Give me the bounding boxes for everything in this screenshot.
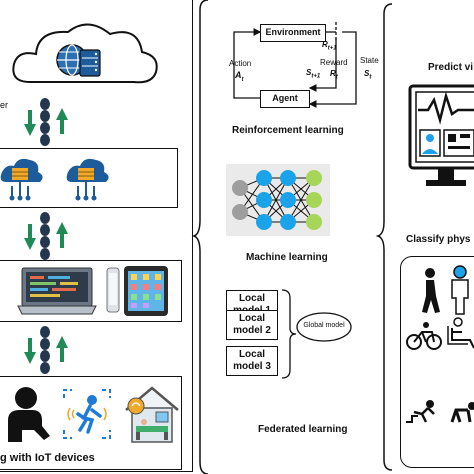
classify-heading: Classify phys bbox=[406, 234, 471, 245]
cloud-label: er bbox=[0, 100, 9, 110]
next-state-symbol: St+1 bbox=[306, 68, 321, 80]
state-symbol: St bbox=[364, 69, 372, 81]
action-symbol: At bbox=[235, 70, 244, 83]
nn-node bbox=[256, 170, 272, 186]
crawling-person-icon bbox=[450, 402, 474, 423]
nn-edge bbox=[287, 177, 315, 223]
nn-edge bbox=[263, 177, 289, 223]
left-brace bbox=[191, 0, 209, 474]
nn-node bbox=[232, 204, 248, 220]
motion-sensor-icon bbox=[63, 389, 111, 439]
walking-person-icon bbox=[422, 268, 440, 313]
next-reward-symbol: Rt+1 bbox=[322, 40, 337, 52]
laptop-icon bbox=[17, 267, 97, 315]
nn-node bbox=[306, 214, 322, 230]
agent-box: Agent bbox=[260, 90, 310, 108]
down-arrow-icon bbox=[24, 338, 36, 364]
phone-icon bbox=[106, 267, 120, 313]
neural-network-icon bbox=[232, 170, 322, 230]
nn-node bbox=[256, 192, 272, 208]
ml-caption: Machine learning bbox=[246, 252, 328, 263]
nn-node bbox=[306, 192, 322, 208]
connection-chain-icon bbox=[40, 98, 50, 146]
agent-label: Agent bbox=[272, 93, 298, 103]
up-arrow-icon bbox=[56, 108, 68, 134]
reward-symbol: Rt bbox=[330, 69, 338, 81]
global-model-label: Global model bbox=[303, 322, 345, 329]
action-label: Action bbox=[229, 59, 252, 68]
standing-person-icon bbox=[451, 265, 469, 315]
federated-brace bbox=[281, 289, 297, 379]
connection-chain-icon bbox=[40, 212, 50, 260]
state-label: State bbox=[360, 56, 379, 65]
sitting-chair-icon bbox=[447, 317, 474, 349]
up-arrow-icon bbox=[56, 336, 68, 362]
right-brace bbox=[375, 3, 393, 471]
global-model-ellipse bbox=[296, 312, 352, 342]
activity-panel bbox=[400, 256, 474, 468]
nn-node bbox=[306, 170, 322, 186]
tablet-icon bbox=[124, 266, 168, 316]
nn-node bbox=[280, 192, 296, 208]
connection-chain-icon bbox=[40, 326, 50, 374]
up-arrow-icon bbox=[56, 222, 68, 248]
vital-monitor-icon bbox=[408, 84, 474, 186]
nn-node bbox=[280, 214, 296, 230]
down-arrow-icon bbox=[24, 110, 36, 136]
cycling-icon bbox=[406, 322, 442, 350]
reward-label: Reward bbox=[320, 58, 348, 67]
environment-label: Environment bbox=[265, 27, 321, 37]
iot-caption: g with IoT devices bbox=[0, 452, 95, 464]
edge-cloud-server-icon bbox=[0, 158, 43, 201]
person-sitting-icon bbox=[8, 387, 50, 442]
running-step-icon bbox=[406, 400, 435, 423]
nn-node bbox=[232, 180, 248, 196]
nn-node bbox=[256, 214, 272, 230]
predict-heading: Predict vi bbox=[428, 62, 474, 73]
iot-sensing-box bbox=[0, 376, 182, 470]
environment-box: Environment bbox=[260, 24, 326, 42]
devices-box bbox=[0, 260, 182, 322]
edge-cloud-server-icon bbox=[66, 158, 109, 201]
cloud-server-icon bbox=[12, 23, 158, 84]
rl-caption: Reinforcement learning bbox=[232, 125, 344, 136]
rl-arrows bbox=[233, 22, 357, 108]
edge-servers-box bbox=[0, 148, 178, 208]
smart-home-icon bbox=[125, 386, 179, 443]
rl-diagram: Environment Agent Action At Rt+1 Reward … bbox=[220, 16, 386, 120]
down-arrow-icon bbox=[24, 224, 36, 250]
fl-caption: Federated learning bbox=[258, 424, 348, 435]
nn-node bbox=[280, 170, 296, 186]
